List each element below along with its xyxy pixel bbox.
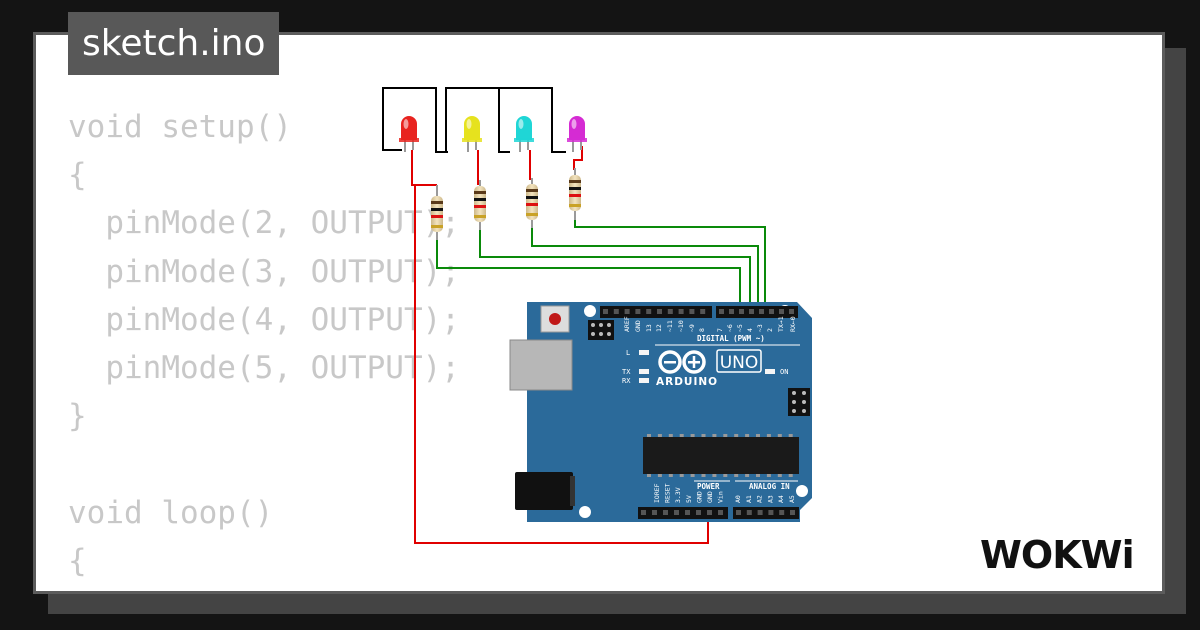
pin-label: A0 <box>734 495 742 503</box>
resistor-3 <box>526 178 538 228</box>
code-line: digitalWrite(2, HIGH); <box>68 585 516 592</box>
led-red[interactable] <box>399 116 419 152</box>
led-tx <box>639 369 649 374</box>
code-preview: void setup(){ pinMode(2, OUTPUT); pinMod… <box>68 103 516 592</box>
code-line: { <box>68 542 87 579</box>
pin-label: A1 <box>745 495 753 503</box>
digital-pin-label: 8 <box>698 328 706 332</box>
resistor-4 <box>569 168 581 220</box>
pin-label: GND <box>706 491 714 503</box>
code-line: void setup() <box>68 109 292 145</box>
pin-label: 5V <box>685 495 693 503</box>
pin-label: A2 <box>756 495 764 503</box>
board-model: UNO <box>720 353 759 373</box>
digital-pin-label: ~6 <box>726 324 734 332</box>
analog-header <box>733 507 799 519</box>
pin-label: IOREF <box>653 483 661 503</box>
digital-pin-label: RX←0 <box>789 316 797 332</box>
led-l <box>639 350 649 355</box>
code-line: pinMode(5, OUTPUT); <box>68 349 460 386</box>
digital-header-label: DIGITAL (PWM ~) <box>697 334 765 343</box>
pin-label: A3 <box>766 495 774 503</box>
led-on-label: ON <box>780 368 788 376</box>
led-l-label: L <box>626 349 630 357</box>
code-line: pinMode(4, OUTPUT); <box>68 301 460 338</box>
pin-label: RESET <box>664 483 672 503</box>
led-rx-label: RX <box>622 377 631 385</box>
led-cyan[interactable] <box>514 116 534 152</box>
digital-pin-label: GND <box>634 320 642 332</box>
digital-pin-label: ~10 <box>677 320 685 332</box>
led-tx-label: TX <box>622 368 631 376</box>
wokwi-logo: WOKWi <box>980 533 1135 576</box>
leds <box>399 116 587 152</box>
sketch-filename-tab[interactable]: sketch.ino <box>68 12 280 75</box>
digital-header-right <box>716 306 798 318</box>
led-red-wire-4 <box>573 146 583 170</box>
digital-pin-label: 13 <box>645 324 653 332</box>
digital-pin-label: 4 <box>746 328 754 332</box>
digital-pin-label: ~9 <box>688 324 696 332</box>
resistor-1 <box>431 185 443 240</box>
pin-label: A5 <box>788 495 796 503</box>
led-rx <box>639 378 649 383</box>
code-line: } <box>68 398 87 435</box>
digital-pin-label: 7 <box>716 328 724 332</box>
digital-pin-label: ~11 <box>666 320 674 332</box>
digital-pin-label: 2 <box>766 328 774 332</box>
wokwi-logo-text: WOKWi <box>980 533 1134 576</box>
digital-pin-label: AREF <box>623 316 631 332</box>
digital-pin-label: 12 <box>655 324 663 332</box>
ground-wires <box>382 87 566 153</box>
digital-pin-label: ~5 <box>736 324 744 332</box>
pin-label: GND <box>695 491 703 503</box>
code-line: { <box>68 157 87 194</box>
digital-pin-label: ~3 <box>756 324 764 332</box>
usb-port <box>509 339 573 391</box>
digital-pin-label: TX→1 <box>777 316 785 332</box>
code-line: void loop() <box>68 494 274 531</box>
atmega-chip <box>643 437 799 474</box>
signal-wires <box>436 220 766 308</box>
led-on <box>765 369 775 374</box>
pin-label: A4 <box>777 495 785 503</box>
pin-label: 3.3V <box>674 487 682 503</box>
power-jack <box>515 472 573 510</box>
resistor-2 <box>474 180 486 230</box>
power-header <box>638 507 728 519</box>
arduino-infinity-icon <box>658 350 706 374</box>
vcc-wire <box>411 150 709 544</box>
led-yellow[interactable] <box>462 116 482 152</box>
code-line: pinMode(3, OUTPUT); <box>68 253 460 290</box>
arduino-brand: ARDUINO <box>656 376 718 388</box>
led-magenta[interactable] <box>567 116 587 152</box>
analog-label: ANALOG IN <box>749 482 790 491</box>
power-label: POWER <box>697 482 720 491</box>
pin-label: Vin <box>717 491 725 503</box>
